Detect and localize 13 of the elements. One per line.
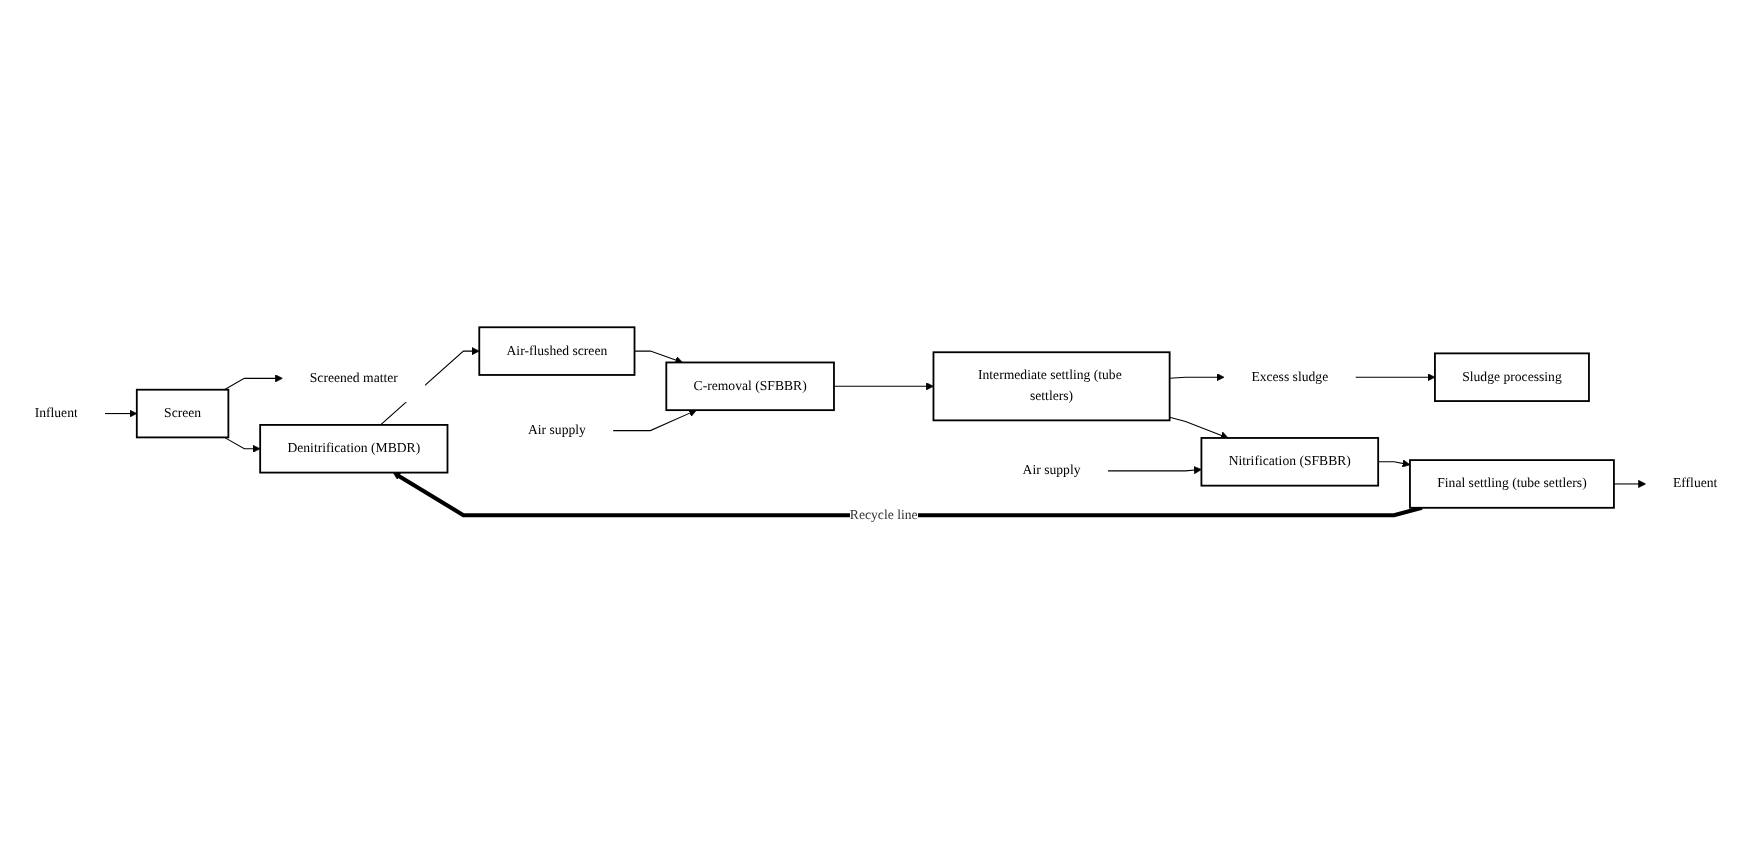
arrow <box>223 437 261 454</box>
arrow <box>1613 480 1647 489</box>
arrow <box>1169 373 1225 382</box>
arrow <box>223 375 283 391</box>
arrow <box>1107 466 1202 475</box>
arrow <box>1377 460 1411 469</box>
arrow <box>633 351 683 365</box>
arrow <box>1354 373 1436 382</box>
arrow <box>612 410 697 432</box>
arrow <box>833 382 934 391</box>
arrow <box>392 472 1423 518</box>
arrow <box>1169 417 1229 440</box>
arrow <box>104 410 138 419</box>
